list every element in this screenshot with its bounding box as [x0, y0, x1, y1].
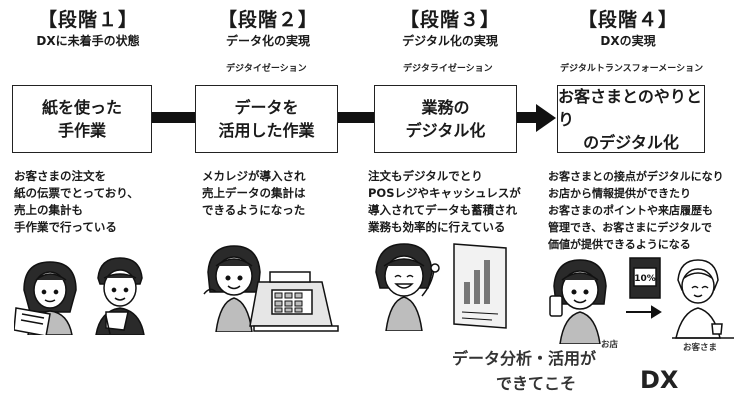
stage-1-description: お客さまの注文を 紙の伝票でとっており、 売上の集計も 手作業で行っている: [14, 168, 139, 236]
stage-1-desc-line: 売上の集計も: [14, 203, 83, 217]
stage-4-desc-line: 価値が提供できるようになる: [548, 238, 691, 251]
stage-3-desc-line: 導入されてデータも蓄積され: [368, 203, 518, 217]
right-arrow-icon: [626, 305, 662, 319]
stage-3-box-line-2: デジタル化: [405, 121, 486, 140]
stage-2-box: データを 活用した作業: [195, 85, 338, 153]
stage-1-box-line-2: 手作業: [57, 121, 106, 140]
stage-4-header: 【段階４】 DXの実現: [538, 8, 718, 50]
connector-1-2: [150, 112, 197, 123]
stage-2-subtitle: データ化の実現: [225, 34, 310, 48]
cheerful-staff-icon: [375, 243, 440, 331]
staff-woman-icon: [203, 245, 261, 332]
stage-1-header: 【段階１】 DXに未着手の状態: [0, 8, 178, 50]
stage-1-desc-line: お客さまの注文を: [14, 169, 106, 183]
woman-with-notebook-icon: [14, 261, 77, 335]
stage-4-box-line-2: のデジタル化: [583, 132, 679, 152]
stage-3-illustration: [375, 243, 507, 331]
connector-2-3: [336, 112, 376, 123]
stage-4-description: お客さまとの接点がデジタルになり お店から情報提供ができたり お客さまのポイント…: [548, 168, 724, 253]
phone-coupon-value: 10%: [634, 274, 656, 284]
stage-3-desc-line: 注文もデジタルでとり: [368, 169, 483, 183]
stage-2-desc-line: メカレジが導入され: [202, 169, 306, 183]
stage-1-illustration: [14, 257, 145, 335]
stage-4-reading: デジタルトランスフォーメーション: [560, 64, 704, 74]
phone-coupon-icon: [629, 257, 661, 299]
stage-2-description: メカレジが導入され 売上データの集計は できるようになった: [202, 168, 306, 219]
stage-3-reading: デジタライゼーション: [403, 64, 493, 74]
stage-4-desc-line: お客さまのポイントや来店履歴も: [548, 204, 713, 217]
data-chart-panel-icon: [453, 243, 507, 329]
stage-4-subtitle: DXの実現: [600, 34, 656, 48]
stage-4-illustration: 10%: [549, 257, 734, 344]
shop-label: お店: [601, 340, 619, 350]
stage-1-title: 【段階１】: [37, 9, 138, 31]
stage-1-subtitle: DXに未着手の状態: [36, 34, 140, 48]
stage-3-desc-line: 業務も効率的に行えている: [368, 220, 506, 234]
stage-2-title: 【段階２】: [217, 9, 318, 31]
stage-3-box-line-1: 業務の: [421, 98, 470, 117]
shop-staff-with-phone-icon: [549, 259, 607, 344]
man-with-order-slip-icon: [95, 257, 145, 335]
bottom-text-line-1: データ分析・活用が: [452, 349, 597, 368]
stage-2-reading: デジタイゼーション: [226, 64, 307, 74]
customer-with-coffee-icon: [672, 259, 734, 339]
stage-1-box: 紙を使った 手作業: [12, 85, 152, 153]
stage-2-header: 【段階２】 データ化の実現: [178, 8, 358, 50]
stage-1-desc-line: 手作業で行っている: [14, 220, 117, 234]
stage-1-desc-line: 紙の伝票でとっており、: [14, 186, 139, 200]
stage-2-box-line-2: 活用した作業: [218, 121, 315, 140]
stage-3-description: 注文もデジタルでとり POSレジやキャッシュレスが 導入されてデータも蓄積され …: [368, 168, 521, 236]
stage-2-box-line-1: データを: [234, 98, 299, 117]
stage-4-box: お客さまとのやりとり のデジタル化: [557, 85, 705, 153]
stage-2-illustration: [203, 245, 339, 332]
stage-4-desc-line: お店から情報提供ができたり: [548, 187, 691, 200]
stage-3-title: 【段階３】: [399, 9, 500, 31]
bottom-text-line-2: できてこそ: [496, 374, 577, 393]
stage-3-subtitle: デジタル化の実現: [402, 34, 498, 48]
stage-4-title: 【段階４】: [577, 9, 678, 31]
stage-2-desc-line: できるようになった: [202, 203, 306, 217]
connector-3-4: [515, 112, 539, 123]
stage-4-box-line-1: お客さまとのやりとり: [558, 86, 702, 129]
stage-4-desc-line: 管理でき、お客さまにデジタルで: [548, 221, 713, 234]
cash-register-icon: [249, 271, 339, 332]
arrow-head: [536, 104, 556, 132]
stage-3-box: 業務の デジタル化: [374, 85, 517, 153]
stage-1-box-line-1: 紙を使った: [41, 98, 122, 117]
stage-3-desc-line: POSレジやキャッシュレスが: [368, 186, 521, 200]
dx-label: DX: [640, 366, 679, 394]
customer-label: お客さま: [683, 343, 718, 353]
stage-2-desc-line: 売上データの集計は: [202, 186, 306, 200]
stage-3-header: 【段階３】 デジタル化の実現: [360, 8, 540, 50]
stage-4-desc-line: お客さまとの接点がデジタルになり: [548, 170, 724, 183]
